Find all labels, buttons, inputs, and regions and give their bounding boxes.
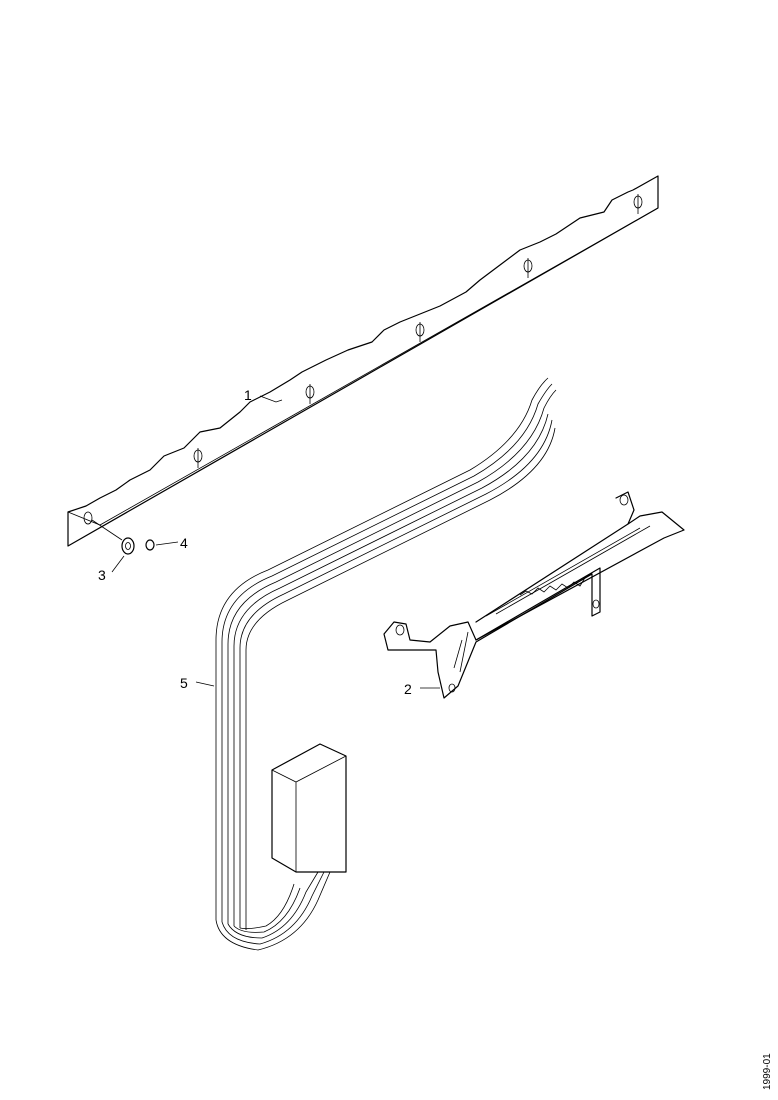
assembly-line [91, 519, 123, 541]
callout-4: 4 [180, 535, 188, 551]
callout-5: 5 [180, 675, 188, 691]
callout-3: 3 [98, 567, 106, 583]
callout-2: 2 [404, 681, 412, 697]
mounting-rail [67, 175, 659, 547]
drawing-code: 1999-01 [762, 1053, 773, 1090]
washer-part [145, 539, 155, 551]
cable-connector [271, 743, 347, 873]
screw-part [121, 537, 135, 555]
callout-1: 1 [244, 387, 252, 403]
leader-lines [111, 395, 440, 689]
lever-bracket [383, 491, 685, 699]
ribbon-cable [215, 377, 557, 951]
